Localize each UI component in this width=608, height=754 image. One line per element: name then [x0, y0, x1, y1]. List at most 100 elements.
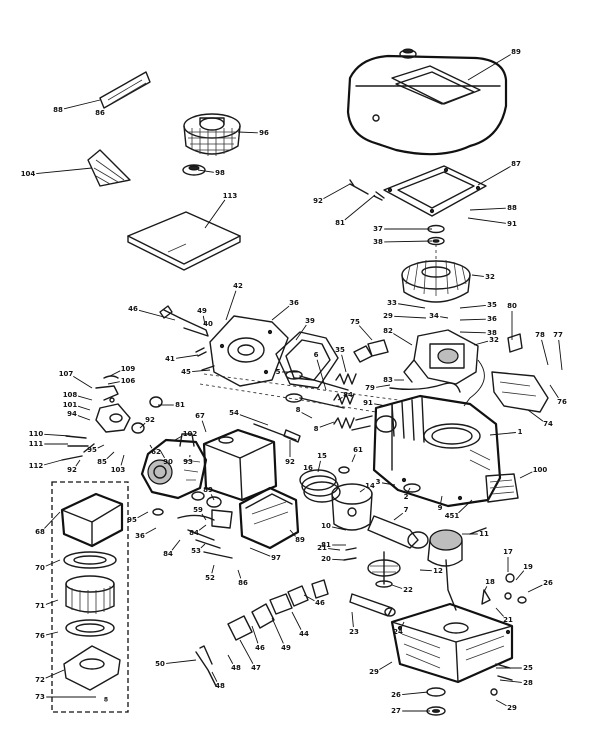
leader-line	[319, 421, 335, 428]
leader-line	[149, 444, 153, 449]
leader-line	[137, 511, 149, 519]
muffler-fittings	[152, 491, 233, 559]
callout-label: 44	[299, 630, 309, 638]
leader-line	[459, 331, 486, 334]
callout-label: 81	[335, 219, 345, 227]
leader-line	[458, 499, 473, 514]
callout-label: 74	[543, 420, 553, 428]
leader-line	[332, 558, 345, 561]
callout-label: 86	[238, 579, 248, 587]
callout-label: 86	[95, 109, 105, 117]
leader-line	[75, 459, 81, 467]
valve-intake	[285, 370, 349, 391]
callout-label: 90	[163, 458, 173, 466]
callout-label: 36	[487, 315, 497, 323]
callout-label: 38	[373, 238, 383, 246]
leader-line	[515, 570, 525, 581]
leader-line	[469, 207, 506, 211]
callout-label: 7	[404, 506, 409, 514]
callout-label: 42	[233, 282, 243, 290]
leader-line	[145, 527, 157, 535]
leader-line	[192, 369, 211, 373]
leader-line	[201, 513, 207, 521]
connecting-rod	[367, 515, 429, 549]
callout-label: 89	[203, 486, 213, 494]
dowel-pins	[195, 347, 215, 371]
leader-line	[227, 654, 234, 664]
leader-line	[398, 303, 426, 309]
crankcase-sump	[390, 602, 514, 684]
fuel-line	[195, 645, 217, 687]
governor-shaft	[159, 305, 209, 337]
leader-line	[204, 199, 226, 229]
callout-label: 67	[195, 412, 205, 420]
callout-label: 84	[343, 391, 353, 399]
leader-line	[237, 569, 242, 579]
callout-label: 89	[511, 48, 521, 56]
leader-line	[459, 318, 486, 321]
callout-label: 12	[433, 567, 443, 575]
callout-label: 83	[383, 376, 393, 384]
leader-line	[358, 325, 373, 341]
callout-label: 19	[523, 563, 533, 571]
leader-line	[331, 526, 347, 531]
callout-label: 22	[403, 586, 413, 594]
callout-label: 89	[295, 536, 305, 544]
callout-label: 81	[321, 541, 331, 549]
callout-label: 104	[21, 170, 36, 178]
leader-line	[393, 333, 413, 346]
leader-line	[337, 396, 343, 401]
callout-label: 92	[313, 197, 323, 205]
leader-line	[419, 569, 432, 572]
callout-label: 29	[507, 704, 517, 712]
leader-line	[45, 669, 65, 679]
leader-line	[77, 415, 91, 421]
flywheel-nut-washer	[427, 224, 445, 246]
callout-label: 25	[523, 664, 533, 672]
blower-housing	[346, 48, 508, 156]
callout-label: 39	[305, 317, 315, 325]
callout-label: 41	[165, 355, 175, 363]
leader-line	[317, 460, 321, 473]
cam-gear	[367, 551, 401, 588]
callout-label: 84	[163, 550, 173, 558]
callout-label: 78	[535, 331, 545, 339]
callout-label: 36	[289, 299, 299, 307]
callout-label: 451	[445, 512, 460, 520]
piston-rings	[299, 469, 341, 503]
callout-leaders	[36, 54, 563, 712]
callout-label: 49	[197, 307, 207, 315]
callout-label: 24	[393, 628, 403, 636]
callout-label: 34	[429, 312, 439, 320]
callout-label: 2	[404, 493, 409, 501]
leader-line	[44, 511, 61, 529]
cylinder-block	[372, 394, 502, 508]
leader-line	[201, 420, 207, 433]
leader-line	[271, 617, 284, 644]
leader-line	[541, 339, 549, 366]
leader-line	[166, 659, 197, 664]
cover-gasket	[275, 331, 339, 389]
callout-label: 40	[203, 320, 213, 328]
leader-line	[402, 691, 429, 695]
callout-label: 112	[29, 462, 44, 470]
breather-tube	[389, 382, 461, 393]
part-marking: 8	[104, 697, 108, 704]
rod-cap	[349, 593, 396, 617]
leader-line	[44, 433, 71, 437]
callout-label: 97	[271, 554, 281, 562]
leader-line	[138, 309, 176, 321]
callout-label: 46	[255, 644, 265, 652]
leader-line	[359, 488, 365, 493]
callout-label: 8	[296, 406, 301, 414]
callout-label: 21	[317, 544, 327, 552]
callout-label: 88	[507, 204, 517, 212]
leader-line	[211, 671, 218, 682]
leader-line	[97, 444, 105, 449]
air-cleaner-kit-box	[51, 481, 129, 713]
fuel-tank	[202, 428, 278, 502]
leader-line	[381, 482, 396, 486]
leader-line	[43, 459, 63, 466]
leader-line	[527, 409, 544, 422]
callout-label: 29	[369, 668, 379, 676]
